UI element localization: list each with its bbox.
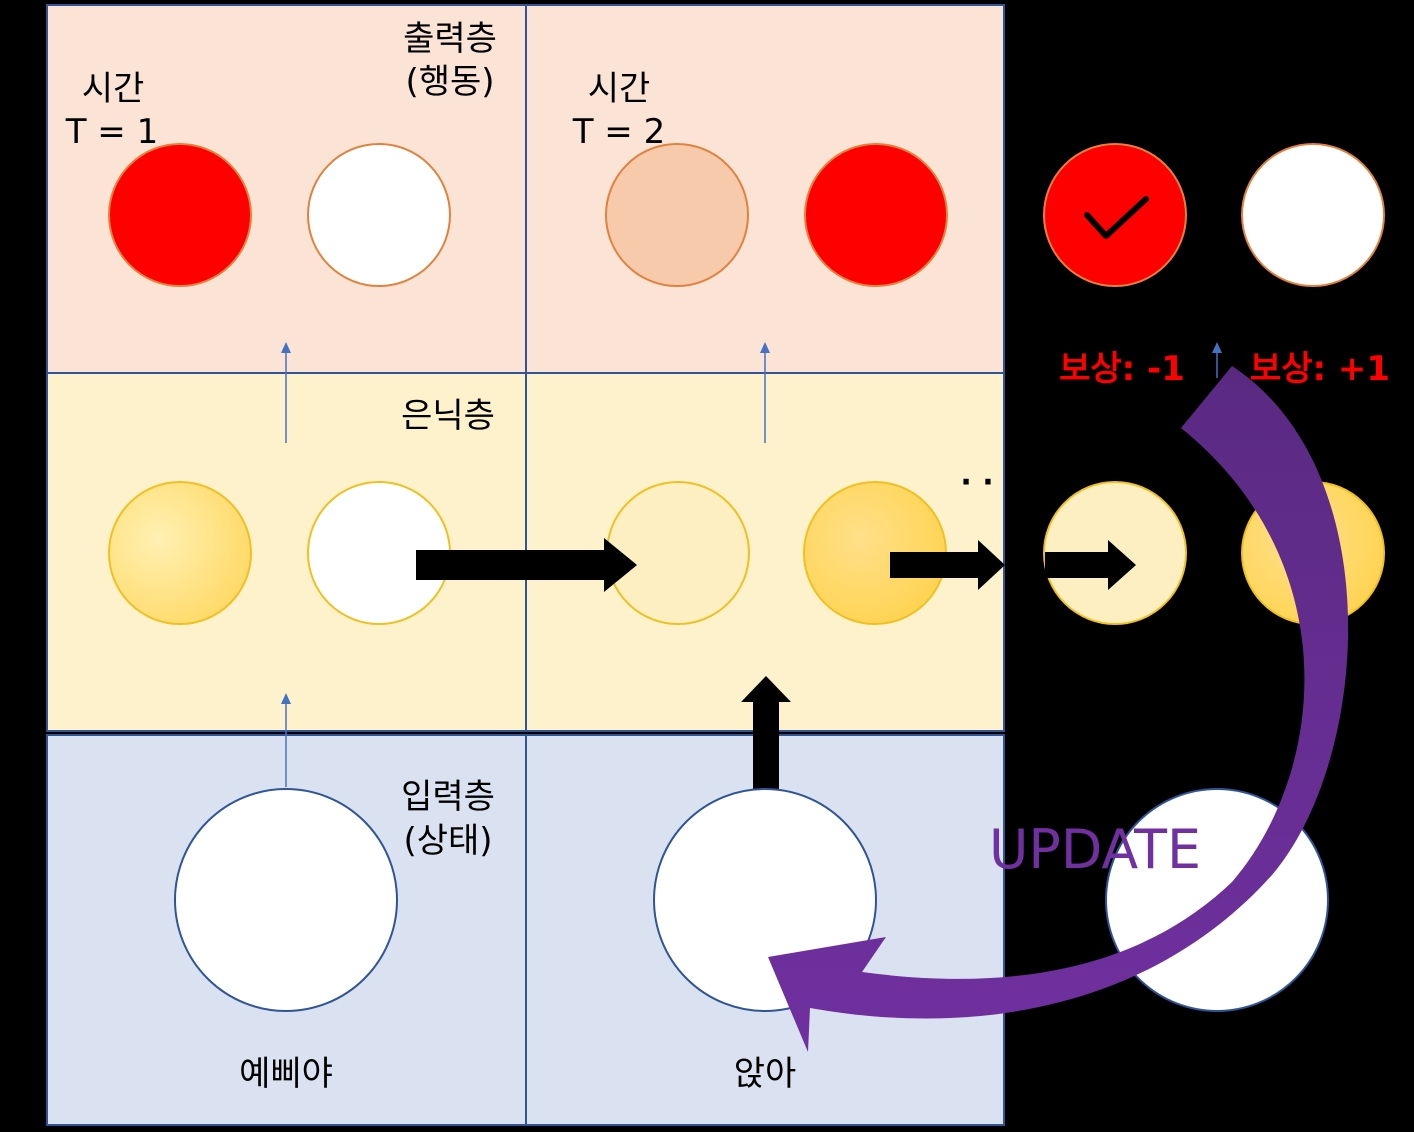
output-layer-sublabel: (행동) (405, 62, 494, 102)
thin-arrow-hidden-to-output-t3 (1212, 342, 1222, 378)
recurrent-arrow-t2-to-t3 (890, 540, 1005, 590)
input-word-t1: 예삐야 (239, 1054, 333, 1094)
input-word-t2: 앉아 (734, 1054, 797, 1094)
hidden-layer-label: 은닉층 (401, 396, 495, 436)
hidden-node-t1-a (108, 481, 252, 625)
input-layer-sublabel: (상태) (403, 821, 492, 861)
input-layer-label: 입력층 (401, 777, 495, 817)
recurrent-arrow-t3-internal (1045, 540, 1136, 590)
t-value-label-t1: T = 1 (65, 112, 159, 152)
time-label-t2: 시간 (588, 69, 651, 109)
thin-arrow-hidden-to-output-t2 (760, 342, 770, 443)
hidden-node-t2-a (606, 481, 750, 625)
output-layer-row (46, 4, 1005, 374)
input-node-t1 (174, 788, 398, 1012)
t-value-label-t2: T = 2 (572, 112, 666, 152)
thin-arrow-hidden-to-output-t1 (281, 342, 291, 443)
output-node-t2-b (804, 143, 948, 287)
continuation-ellipsis: · · (960, 465, 993, 500)
output-node-t1-a (108, 143, 252, 287)
reward-left-label: 보상: -1 (1059, 349, 1185, 389)
output-node-t3-b (1241, 143, 1385, 287)
update-label: UPDATE (989, 818, 1201, 881)
recurrent-arrow-t1-to-t2 (416, 538, 637, 592)
output-layer-label: 출력층 (403, 19, 497, 59)
output-node-t2-a (605, 143, 749, 287)
thin-arrow-input-to-hidden-t1 (281, 693, 291, 787)
input-to-hidden-arrow-t2 (741, 676, 791, 791)
update-curved-arrow (768, 366, 1349, 1052)
checkmark-icon (1084, 196, 1149, 239)
time-label-t1: 시간 (82, 69, 145, 109)
output-node-t1-b (307, 143, 451, 287)
reward-right-label: 보상: +1 (1250, 349, 1390, 389)
output-node-t3-a (1043, 143, 1187, 287)
